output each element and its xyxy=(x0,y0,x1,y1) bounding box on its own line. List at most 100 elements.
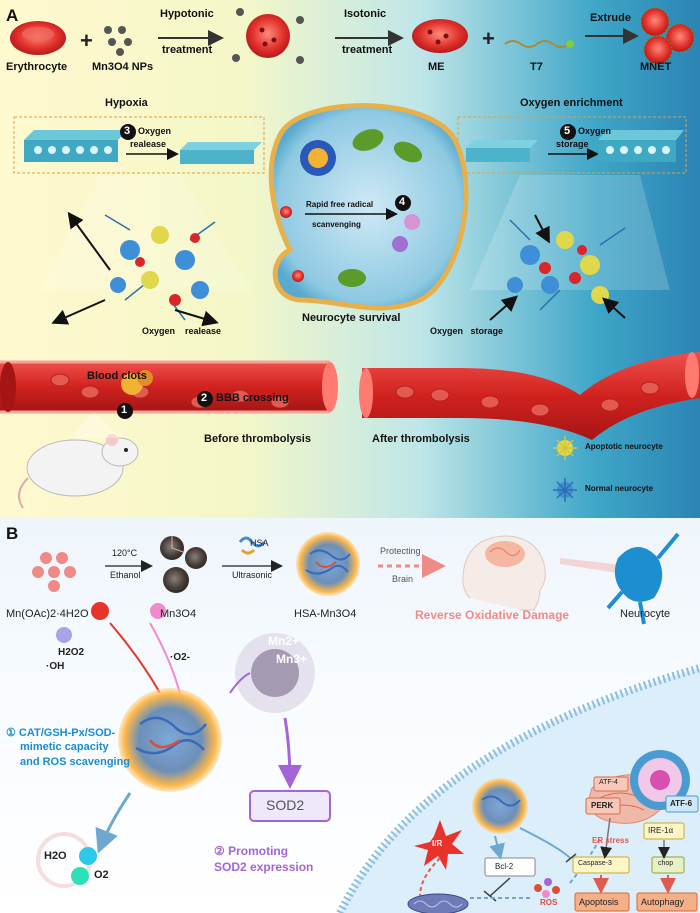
perk-label: PERK xyxy=(591,801,614,810)
step-4-label-2: scanvenging xyxy=(312,220,361,229)
reverse-oxidative-damage-label: Reverse Oxidative Damage xyxy=(415,608,570,622)
head-brain-graphic xyxy=(462,535,546,611)
extrude-label: Extrude xyxy=(590,12,631,24)
mitochondrion-graphic xyxy=(407,893,469,913)
autophagy-box xyxy=(636,892,698,912)
step-2-number: 2 xyxy=(201,392,208,404)
ire-box xyxy=(643,822,685,840)
hypoxia-label: Hypoxia xyxy=(105,97,148,109)
mn2-label: Mn2+ xyxy=(268,634,300,648)
mn-ions-burst xyxy=(235,633,315,713)
atf6-label: ATF-6 xyxy=(670,799,693,808)
erythrocyte-label: Erythrocyte xyxy=(6,61,68,73)
mn3-label: Mn3+ xyxy=(276,652,308,666)
brain-label: Brain xyxy=(392,574,414,584)
oxygen-enrichment-label: Oxygen enrichment xyxy=(520,97,623,109)
superoxide-icon xyxy=(150,603,166,619)
panel-a: + + xyxy=(0,0,700,518)
nanoparticle-core-graphic xyxy=(118,688,222,792)
temperature-label: 120°C xyxy=(112,548,138,558)
h2o2-label: H2O2 xyxy=(58,647,85,658)
oxygen-release-label: Oxygen realease xyxy=(142,326,222,336)
ir-burst-icon xyxy=(414,820,464,870)
hydroxyl-icon xyxy=(56,627,72,643)
blood-clots-label: Blood clots xyxy=(87,370,147,382)
hydrogel-slab-right-2 xyxy=(598,130,684,162)
panel-b-label: B xyxy=(6,524,19,543)
step-1-number: 1 xyxy=(121,404,128,416)
er-stress-label: ER stress xyxy=(592,836,629,845)
isotonic-label-1: Isotonic xyxy=(344,8,387,20)
normal-neurocyte-icon xyxy=(553,478,577,502)
ir-label: I/R xyxy=(432,839,443,848)
nucleus-graphic xyxy=(630,750,690,810)
hsa-protein-icon xyxy=(238,536,266,555)
promoting-label-2: SOD2 expression xyxy=(214,860,314,874)
caspase-label: Caspase-3 xyxy=(578,860,612,867)
erythrocyte-graphic xyxy=(10,21,66,55)
hypotonic-label-1: Hypotonic xyxy=(160,8,214,20)
after-thrombolysis-label: After thrombolysis xyxy=(372,433,470,445)
oxygen-storage-label: Oxygen storage xyxy=(430,326,504,336)
step-4-label-1: Rapid free radical xyxy=(306,200,374,209)
mouse-graphic xyxy=(18,434,139,509)
autophagy-label: Autophagy xyxy=(641,897,685,907)
nanoparticle-small-graphic xyxy=(472,778,528,834)
hsa-mn3o4-graphic xyxy=(296,532,360,596)
chop-label: chop xyxy=(658,860,674,867)
perk-box xyxy=(585,797,621,815)
neurocyte-label: Neurocyte xyxy=(620,608,671,620)
sod2-label: SOD2 xyxy=(266,797,305,813)
mn3o4-label: Mn3O4 NPs xyxy=(92,61,154,73)
step-4-number: 4 xyxy=(399,196,406,208)
apoptotic-neurocyte-label: Apoptotic neurocyte xyxy=(585,442,663,451)
cat-label-2: mimetic capacity xyxy=(20,741,109,753)
panel-b: B 120°C Ethanol HSA Ultrasonic Protectin… xyxy=(0,518,700,913)
hydroxyl-label: ·OH xyxy=(46,661,65,672)
t7-label: T7 xyxy=(530,61,543,73)
hsa-label: HSA xyxy=(250,538,269,548)
neurocyte-icon xyxy=(606,532,680,625)
oxygen-label: O2 xyxy=(94,869,109,881)
apoptosis-label: Apoptosis xyxy=(579,897,619,907)
ros-cluster xyxy=(534,878,560,898)
isotonic-label-2: treatment xyxy=(342,44,393,56)
apoptotic-neurocyte-icon xyxy=(553,436,577,460)
step-5-label-2: storage xyxy=(556,139,589,149)
me-label: ME xyxy=(428,61,445,73)
bbb-crossing-label: BBB crossing xyxy=(216,392,289,404)
step-3-label-1: Oxygen xyxy=(138,126,172,136)
atf6-box xyxy=(665,795,699,813)
cat-label-3: and ROS scavenging xyxy=(20,756,131,768)
step-3-number: 3 xyxy=(124,125,131,137)
me-graphic xyxy=(412,19,468,53)
t7-peptide-graphic xyxy=(504,40,570,48)
mn3o4-label: Mn3O4 xyxy=(160,608,197,620)
bcl2-label: Bcl-2 xyxy=(495,862,514,871)
step-3-label-2: realease xyxy=(130,139,167,149)
ethanol-label: Ethanol xyxy=(110,570,141,580)
atf4-box xyxy=(593,776,629,792)
sod2-box xyxy=(249,790,331,822)
neurocyte-survival-label: Neurocyte survival xyxy=(302,312,401,324)
oxygen-icon xyxy=(71,867,89,885)
normal-neurocyte-label: Normal neurocyte xyxy=(585,484,654,493)
left-neuron-cluster xyxy=(51,211,219,327)
svg-text:+: + xyxy=(80,28,93,53)
protecting-label: Protecting xyxy=(380,546,421,556)
vessel-after xyxy=(359,352,700,440)
apoptosis-box xyxy=(574,892,630,912)
panel-a-label: A xyxy=(6,6,19,25)
mnet-graphic xyxy=(640,7,695,65)
water-label: H2O xyxy=(44,850,67,862)
ros-label: ROS xyxy=(540,898,558,907)
atf4-label: ATF-4 xyxy=(599,779,618,786)
step-5-label-1: Oxygen xyxy=(578,126,612,136)
h2o2-icon xyxy=(91,602,109,620)
swollen-rbc-graphic xyxy=(232,8,304,64)
neurocyte-cell-graphic xyxy=(268,103,469,311)
bcl2-box xyxy=(484,857,536,877)
mn3o4-graphic xyxy=(160,536,207,593)
water-icon xyxy=(79,847,97,865)
hypotonic-label-2: treatment xyxy=(162,44,213,56)
